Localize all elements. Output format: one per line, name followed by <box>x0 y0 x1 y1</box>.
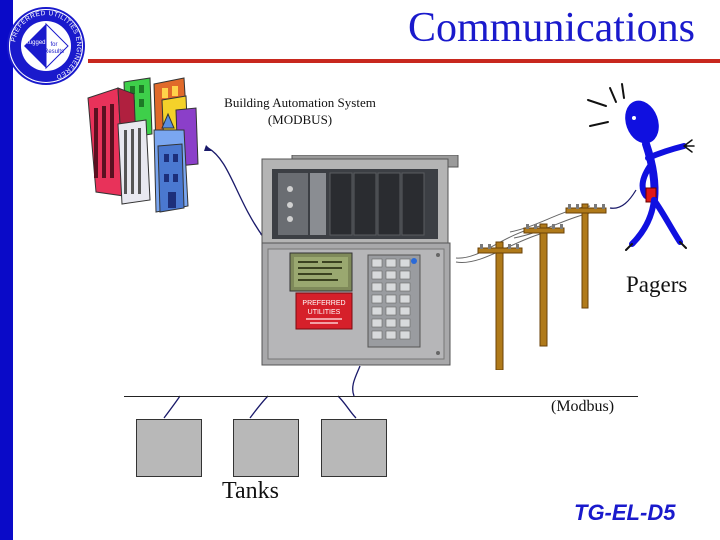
company-logo-icon: Rugged for Results PREFERRED UTILITIES E… <box>7 7 85 85</box>
modbus-bus-line <box>124 396 638 397</box>
tank-2 <box>233 419 299 477</box>
telephone-pole-icon <box>477 203 607 370</box>
slide-code-label: TG-EL-D5 <box>574 500 676 525</box>
buildings-icon <box>87 77 199 213</box>
building-automation-line2: (MODBUS) <box>267 112 333 127</box>
title-underline <box>88 59 720 63</box>
page-title: Communications <box>408 5 695 51</box>
building-automation-label: Building Automation System (MODBUS) <box>200 94 400 128</box>
person-phone-icon <box>587 83 695 251</box>
building-automation-line1: Building Automation System <box>224 95 376 110</box>
pagers-label: Pagers <box>626 272 688 297</box>
logo-inner-top: Rugged <box>24 40 45 46</box>
tank-3 <box>321 419 387 477</box>
panel-label-line2: UTILITIES <box>308 309 341 316</box>
panel-label-line1: PREFERRED <box>302 300 345 307</box>
left-accent-bar <box>0 0 13 540</box>
logo-inner-middle: for <box>50 42 57 48</box>
tank-1 <box>136 419 202 477</box>
control-panel-icon: PREFERRED UTILITIES <box>261 155 459 366</box>
tanks-label: Tanks <box>222 478 279 504</box>
modbus-label: (Modbus) <box>551 398 615 415</box>
logo-inner-bottom: Results <box>44 49 64 55</box>
